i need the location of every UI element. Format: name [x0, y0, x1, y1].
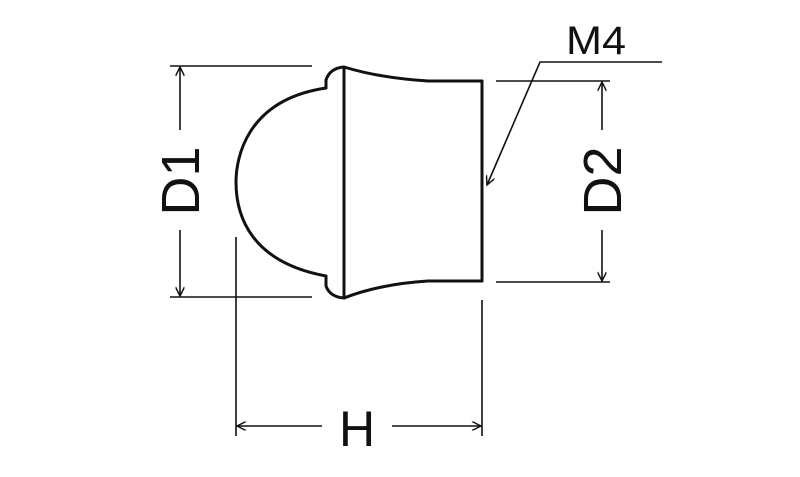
extension-lines: [170, 65, 610, 436]
dimension-lines: [180, 61, 662, 426]
collar-flange: [324, 65, 346, 300]
neck-profile: [342, 65, 484, 300]
part-outline: [234, 65, 484, 300]
h-label: H: [339, 401, 375, 457]
d1-label: D1: [151, 146, 211, 215]
d2-label: D2: [573, 146, 633, 215]
dome-head: [234, 86, 328, 278]
m4-leader-line: [487, 61, 662, 185]
m4-label: M4: [566, 19, 626, 63]
